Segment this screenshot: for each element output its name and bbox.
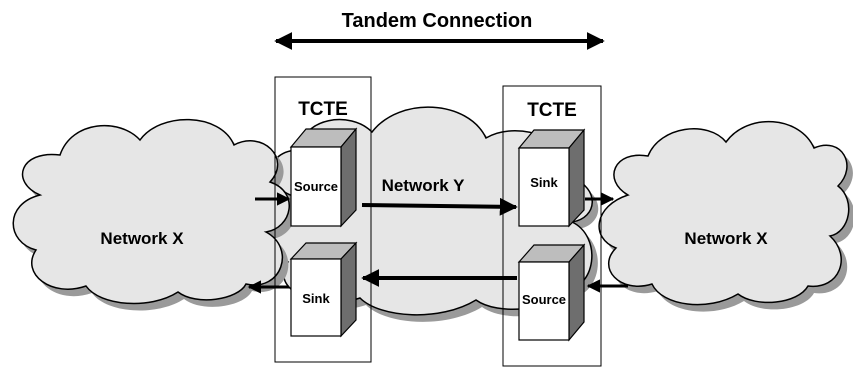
network-x-left-label: Network X bbox=[100, 229, 184, 248]
right-sink-box bbox=[517, 128, 586, 228]
right-source-label: Source bbox=[522, 292, 566, 307]
tcte-left-frame bbox=[274, 76, 372, 363]
tcte-left-label: TCTE bbox=[298, 99, 348, 120]
tcte-right-label: TCTE bbox=[527, 100, 577, 121]
left-sink-label: Sink bbox=[302, 291, 330, 306]
tcte-right-frame bbox=[502, 85, 602, 367]
forward-arrow-network-y bbox=[361, 197, 518, 216]
right-sink-label: Sink bbox=[530, 175, 558, 190]
left-sink-box bbox=[289, 241, 358, 338]
right-source-box bbox=[517, 243, 586, 342]
network-x-right-label: Network X bbox=[684, 229, 768, 248]
diagram-title: Tandem Connection bbox=[342, 10, 533, 32]
network-y-label: Network Y bbox=[382, 176, 465, 195]
network-x-right-cloud bbox=[598, 121, 853, 312]
left-source-label: Source bbox=[294, 179, 338, 194]
network-x-left-cloud bbox=[12, 118, 296, 311]
left-source-box bbox=[289, 127, 358, 228]
